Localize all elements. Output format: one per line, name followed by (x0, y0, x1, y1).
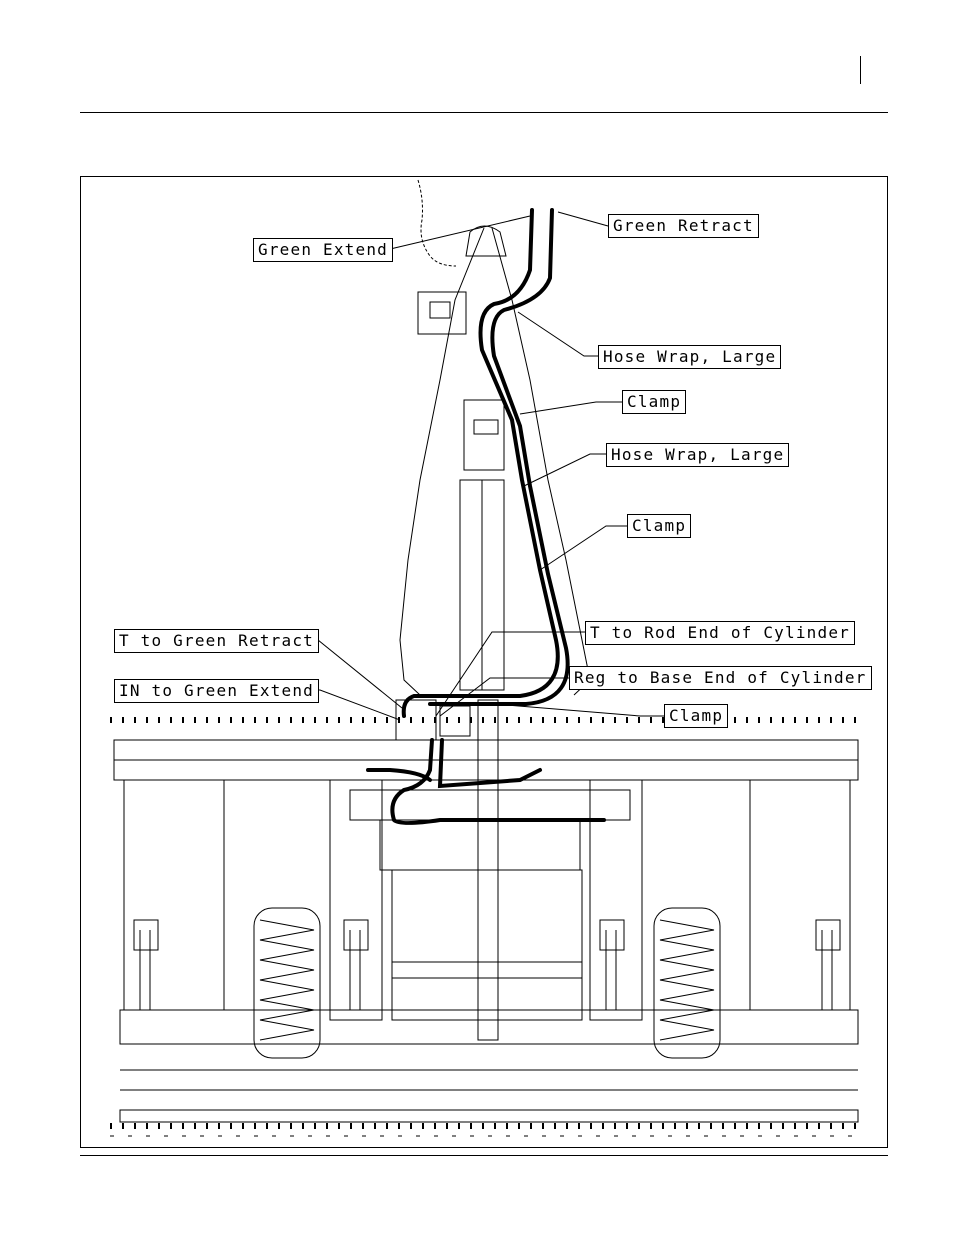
callout-green-retract: Green Retract (608, 214, 759, 238)
callout-t-to-green-retract: T to Green Retract (114, 629, 319, 653)
hydraulic-hoses (368, 210, 604, 823)
callout-hose-wrap-large-1: Hose Wrap, Large (598, 345, 781, 369)
callout-clamp-2: Clamp (627, 514, 691, 538)
callout-green-extend: Green Extend (253, 238, 393, 262)
implement-frame-lines (110, 180, 860, 1136)
callout-hose-wrap-large-2: Hose Wrap, Large (606, 443, 789, 467)
callout-clamp-3: Clamp (664, 704, 728, 728)
callout-clamp-1: Clamp (622, 390, 686, 414)
callout-reg-to-base-end: Reg to Base End of Cylinder (569, 666, 872, 690)
callout-in-to-green-extend: IN to Green Extend (114, 679, 319, 703)
callout-t-to-rod-end: T to Rod End of Cylinder (585, 621, 855, 645)
